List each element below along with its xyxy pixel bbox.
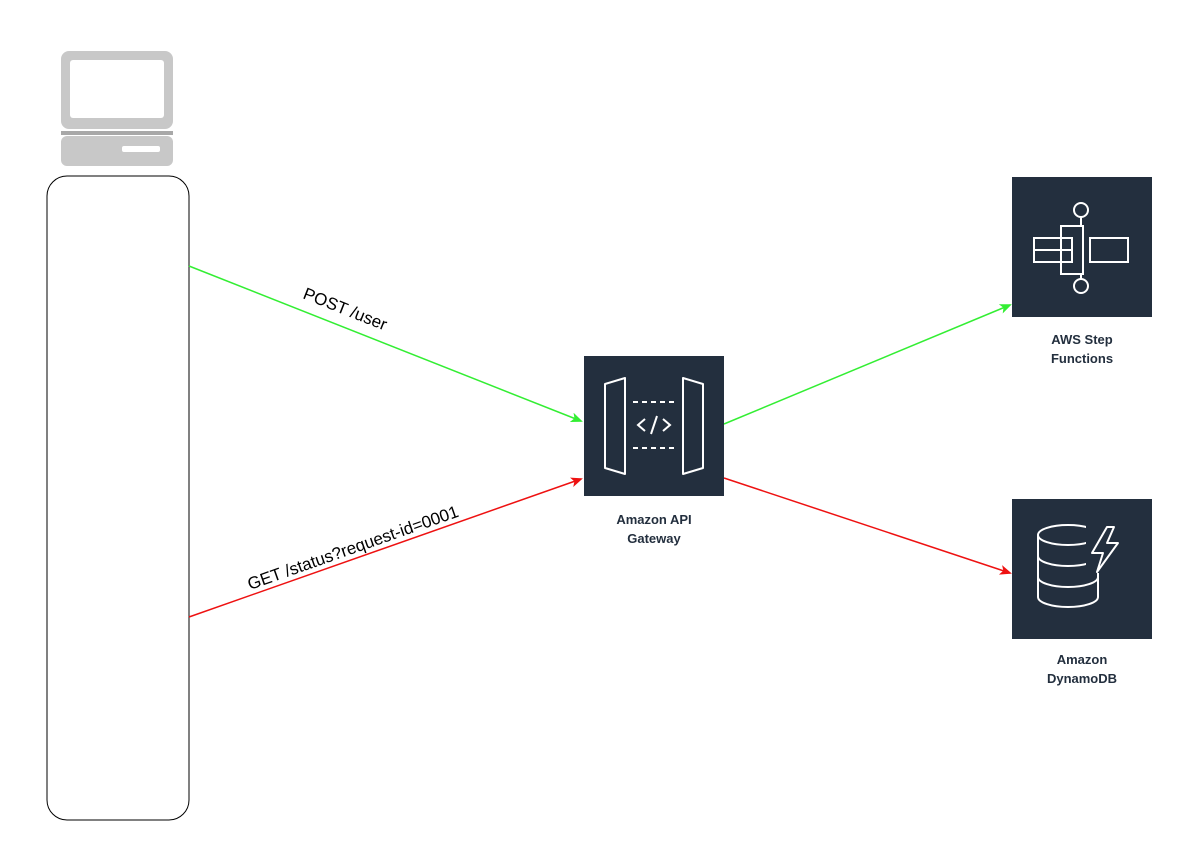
api-gateway-label-line1: Amazon API bbox=[616, 512, 691, 527]
to-step-functions-arrow bbox=[723, 304, 1012, 425]
get-status-arrow bbox=[188, 477, 583, 618]
client-box bbox=[46, 175, 190, 821]
dynamodb-icon bbox=[1012, 499, 1152, 639]
step-functions-icon bbox=[1012, 177, 1152, 317]
step-functions-label-line2: Functions bbox=[1051, 351, 1113, 366]
api-gateway-icon bbox=[584, 356, 724, 496]
step-functions-label-line1: AWS Step bbox=[1051, 332, 1112, 347]
post-user-arrow bbox=[188, 265, 583, 422]
get-status-label: GET /status?request-id=0001 bbox=[245, 502, 461, 594]
post-user-label: POST /user bbox=[301, 284, 391, 334]
to-dynamodb-arrow bbox=[723, 477, 1012, 575]
desktop-computer-icon bbox=[61, 51, 173, 166]
dynamodb-label-line2: DynamoDB bbox=[1047, 671, 1117, 686]
api-gateway-label-line2: Gateway bbox=[627, 531, 681, 546]
dynamodb-label-line1: Amazon bbox=[1057, 652, 1108, 667]
